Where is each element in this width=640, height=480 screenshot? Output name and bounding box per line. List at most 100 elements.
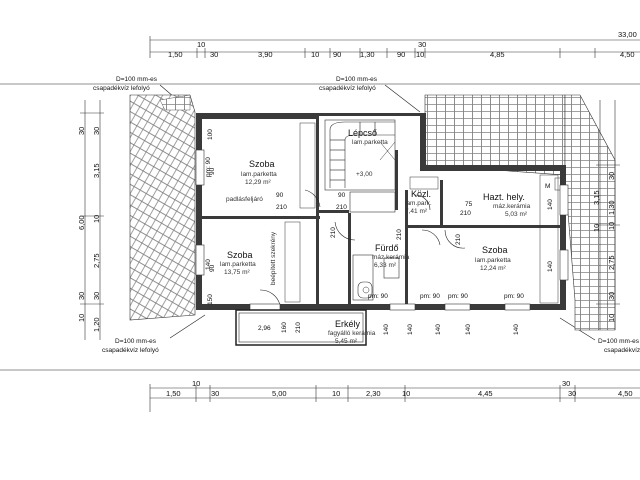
svg-text:140: 140 <box>407 324 414 335</box>
svg-text:Erkély: Erkély <box>335 319 361 329</box>
svg-text:30: 30 <box>607 292 616 300</box>
svg-text:140: 140 <box>383 324 390 335</box>
svg-text:csapadékvíz lefolyó: csapadékvíz lefolyó <box>319 85 376 92</box>
staircase <box>324 119 396 191</box>
top-dimension-chain: 33,00 10 30 1,50 30 3,90 10 90 1,30 90 1… <box>149 30 640 59</box>
svg-text:6,33 m²: 6,33 m² <box>374 262 397 269</box>
svg-text:13,75 m²: 13,75 m² <box>224 269 250 276</box>
svg-text:6,00: 6,00 <box>77 215 86 230</box>
room-stairs: Lépcső lam.parketta <box>348 128 388 146</box>
svg-text:5,45 m²: 5,45 m² <box>335 338 358 345</box>
svg-text:2,96: 2,96 <box>258 325 271 332</box>
bottom-dim-r2-3: 10 <box>332 389 340 398</box>
svg-text:csapadékvíz lefolyó: csapadékvíz lefolyó <box>102 347 159 354</box>
top-dim-r2-8: 4,85 <box>490 50 505 59</box>
bottom-dim-r2-4: 2,30 <box>366 389 381 398</box>
svg-text:90: 90 <box>338 192 346 199</box>
svg-text:30: 30 <box>607 172 616 180</box>
door-swings <box>259 189 466 306</box>
svg-text:D=100 mm-es: D=100 mm-es <box>598 338 640 345</box>
svg-text:M: M <box>545 183 550 190</box>
top-dim-r2-3: 10 <box>311 50 319 59</box>
svg-text:210: 210 <box>295 322 302 333</box>
right-dimension-chain: 30 1,30 10 3,15 10 2,75 30 10 <box>592 100 620 330</box>
svg-text:pm: 90: pm: 90 <box>504 293 524 300</box>
svg-text:210: 210 <box>455 234 462 245</box>
svg-text:3,15: 3,15 <box>592 190 601 205</box>
top-dim-r2-0: 1,50 <box>168 50 183 59</box>
bottom-dimension-chain: 10 30 1,50 30 5,00 10 2,30 10 4,45 30 4,… <box>149 379 640 412</box>
windows <box>195 149 569 311</box>
svg-text:75: 75 <box>465 201 473 208</box>
svg-text:210: 210 <box>396 229 403 240</box>
svg-text:30: 30 <box>92 127 101 135</box>
drain-label-bottom-left: D=100 mm-es csapadékvíz lefolyó <box>102 314 206 354</box>
top-dim-r2-6: 90 <box>397 50 405 59</box>
top-dim-r2-2: 3,90 <box>258 50 273 59</box>
svg-text:Lépcső: Lépcső <box>348 128 377 138</box>
bottom-dim-r2-0: 1,50 <box>166 389 181 398</box>
attic-hatch-label: padlásfeljáró <box>226 196 263 203</box>
room-1: Szoba lam.parketta 12,29 m² <box>241 159 277 186</box>
top-dim-r2-4: 90 <box>333 50 341 59</box>
svg-text:30: 30 <box>77 127 86 135</box>
attic-hatch <box>349 191 396 213</box>
svg-text:140: 140 <box>513 324 520 335</box>
svg-text:máz.kerámia: máz.kerámia <box>372 254 410 261</box>
svg-text:Hazt. hely.: Hazt. hely. <box>483 192 525 202</box>
svg-text:30: 30 <box>77 292 86 300</box>
svg-text:7,41 m²: 7,41 m² <box>405 208 428 215</box>
room-3: Szoba lam.parketta 12,24 m² <box>475 245 511 272</box>
top-dim-r1-1: 30 <box>418 40 426 49</box>
svg-text:lam.parketta: lam.parketta <box>352 139 388 146</box>
svg-text:fagyálló kerámia: fagyálló kerámia <box>328 330 376 337</box>
svg-text:Fürdő: Fürdő <box>375 243 399 253</box>
balcony <box>235 309 367 346</box>
svg-text:140: 140 <box>547 199 554 210</box>
svg-text:90: 90 <box>209 264 216 272</box>
room-bath: Fürdő máz.kerámia 6,33 m² <box>372 243 410 269</box>
bottom-dim-r2-6: 4,45 <box>478 389 493 398</box>
bathroom-fixtures <box>352 254 400 301</box>
level-mark: +3,00 <box>356 171 373 178</box>
svg-text:5,03 m²: 5,03 m² <box>505 211 528 218</box>
svg-text:pm: 90: pm: 90 <box>448 293 468 300</box>
drain-label-top-right: D=100 mm-es csapadékvíz lefolyó <box>319 76 421 113</box>
svg-text:lam.parketta: lam.parketta <box>241 171 277 178</box>
svg-text:lam.parketta: lam.parketta <box>220 261 256 268</box>
bottom-dim-r1-0: 10 <box>192 379 200 388</box>
sill-labels: pm: 90 pm: 90 pm: 90 pm: 90 pm: 90 <box>205 157 524 300</box>
svg-text:D=100 mm-es: D=100 mm-es <box>115 338 157 345</box>
room-corridor: Közl. lam.park. 7,41 m² <box>405 189 432 215</box>
svg-text:100: 100 <box>207 129 214 140</box>
bottom-dim-r1-1: 30 <box>562 379 570 388</box>
left-dimension-chain: 30 30 3,15 6,00 10 2,75 30 30 10 1,20 <box>77 100 104 340</box>
top-dim-r2-1: 30 <box>210 50 218 59</box>
svg-text:10: 10 <box>607 222 616 230</box>
svg-text:140: 140 <box>547 261 554 272</box>
bottom-dim-r2-7: 30 <box>568 389 576 398</box>
svg-text:pm: 90: pm: 90 <box>420 293 440 300</box>
wardrobes <box>284 122 562 304</box>
svg-text:Közl.: Közl. <box>411 189 431 199</box>
room-utility: Hazt. hely. máz.kerámia 5,03 m² <box>483 192 531 218</box>
top-dim-r1-0: 10 <box>197 40 205 49</box>
svg-text:140: 140 <box>465 324 472 335</box>
svg-text:12,24 m²: 12,24 m² <box>480 265 506 272</box>
svg-text:D=100 mm-es: D=100 mm-es <box>116 76 158 83</box>
svg-text:Szoba: Szoba <box>482 245 508 255</box>
svg-text:3,15: 3,15 <box>92 163 101 178</box>
wardrobe-label: beépített szekrény <box>270 231 277 285</box>
top-dim-r2-9: 4,50 <box>620 50 635 59</box>
door-labels: 90 210 90 210 75 210 210 210 210 <box>276 192 473 245</box>
window-height-labels: 140 140 140 140 140 140 140 140 <box>205 199 554 335</box>
svg-text:90: 90 <box>209 167 216 175</box>
svg-text:210: 210 <box>336 204 347 211</box>
misc-labels: 2,96 160 210 100 150 M 90 90 <box>207 129 550 333</box>
bottom-dim-r2-1: 30 <box>211 389 219 398</box>
svg-text:140: 140 <box>205 259 212 270</box>
svg-text:pm: 90: pm: 90 <box>368 293 388 300</box>
svg-text:1,20: 1,20 <box>92 317 101 332</box>
svg-text:pm: 90: pm: 90 <box>205 157 212 177</box>
